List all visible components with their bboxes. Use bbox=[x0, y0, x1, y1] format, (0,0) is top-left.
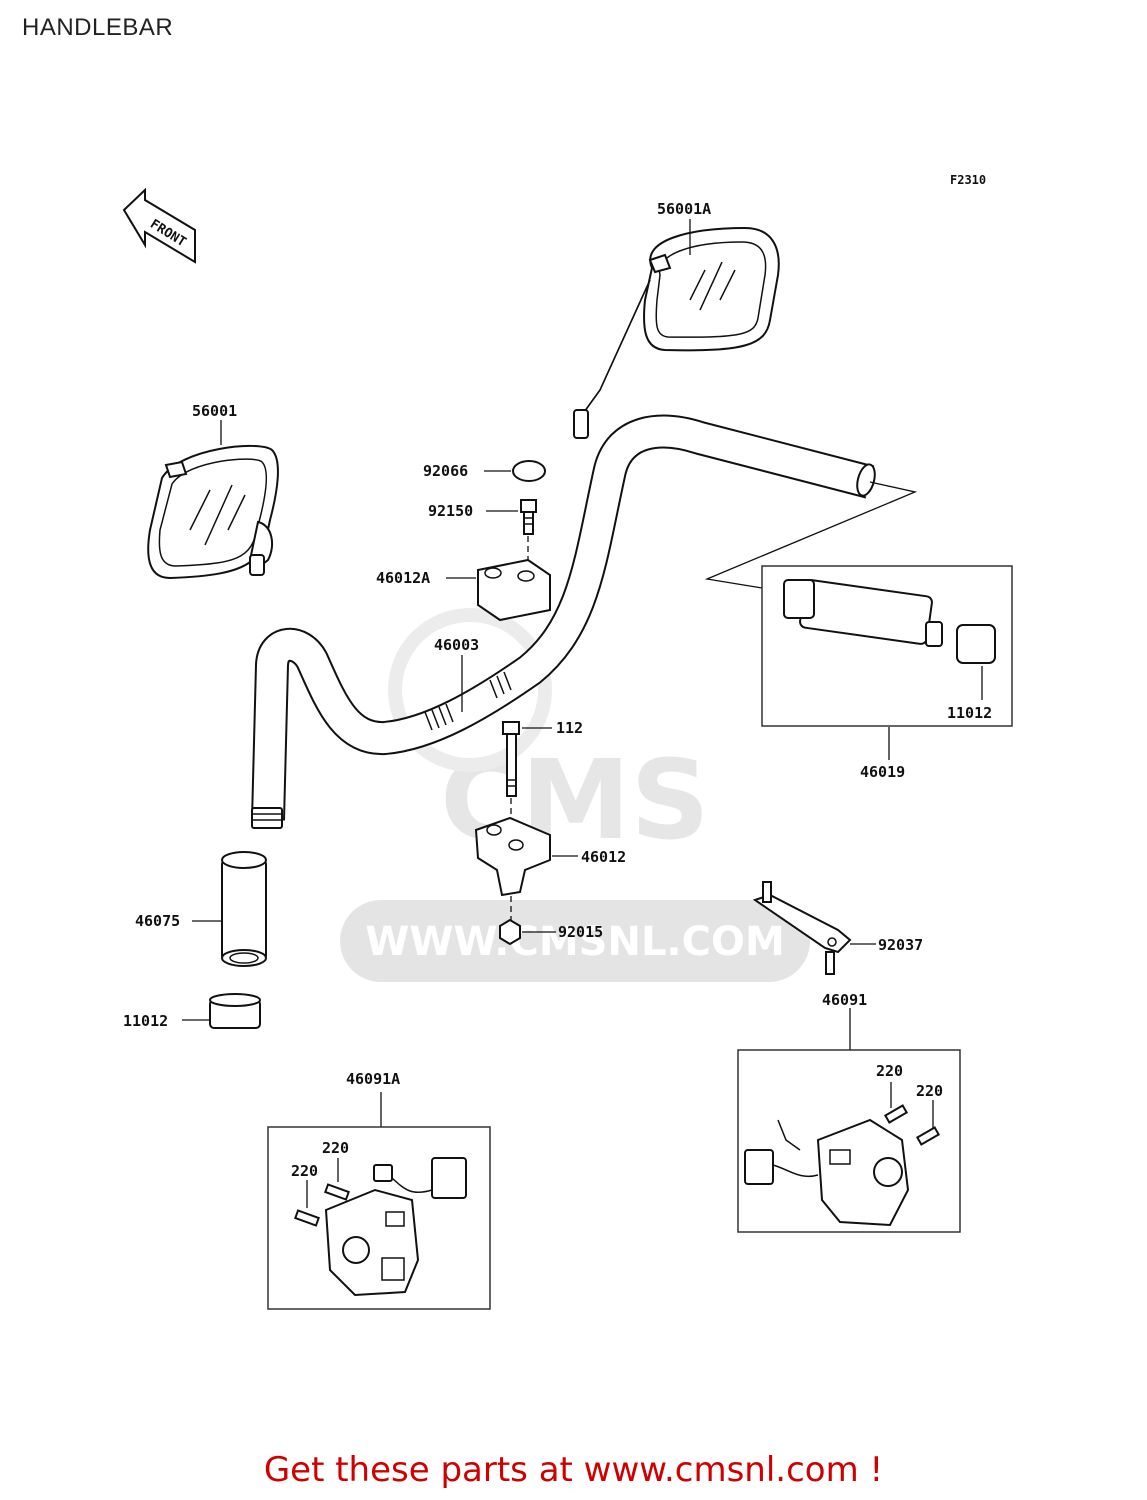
label-46012: 46012 bbox=[581, 848, 626, 866]
label-46075: 46075 bbox=[135, 912, 180, 930]
label-56001: 56001 bbox=[192, 402, 237, 420]
left-grip-46075 bbox=[221, 851, 267, 967]
nut-92015 bbox=[499, 918, 521, 946]
right-switch-box-46091 bbox=[737, 1008, 961, 1233]
watermark-url: WWW.CMSNL.COM bbox=[365, 919, 785, 965]
left-switch-box-46091A bbox=[267, 1092, 491, 1310]
label-220-left-a: 220 bbox=[322, 1139, 349, 1157]
footer-promo-text: Get these parts at www.cmsnl.com ! bbox=[263, 1450, 884, 1490]
label-220-right-a: 220 bbox=[876, 1062, 903, 1080]
label-92015: 92015 bbox=[558, 923, 603, 941]
front-direction-arrow: FRONT bbox=[122, 187, 196, 264]
bolt-92150 bbox=[520, 499, 537, 560]
bolt-112 bbox=[502, 721, 520, 820]
bracket-92037 bbox=[752, 881, 852, 975]
label-11012-left: 11012 bbox=[123, 1012, 168, 1030]
label-220-right-b: 220 bbox=[916, 1082, 943, 1100]
label-220-left-b: 220 bbox=[291, 1162, 318, 1180]
handlebar-tube bbox=[251, 414, 876, 829]
label-46012A: 46012A bbox=[376, 569, 430, 587]
label-46091: 46091 bbox=[822, 991, 867, 1009]
lower-holder-46012 bbox=[474, 816, 551, 920]
throttle-grip-box-46019 bbox=[704, 481, 1013, 727]
right-mirror bbox=[573, 226, 780, 439]
label-112: 112 bbox=[556, 719, 583, 737]
label-92066: 92066 bbox=[423, 462, 468, 480]
upper-holder-46012A bbox=[477, 558, 551, 622]
left-mirror bbox=[147, 444, 279, 580]
figure-code: F2310 bbox=[950, 173, 986, 187]
label-11012-right: 11012 bbox=[947, 704, 992, 722]
label-92150: 92150 bbox=[428, 502, 473, 520]
label-92037: 92037 bbox=[878, 936, 923, 954]
left-end-cap-11012 bbox=[209, 993, 261, 1029]
label-46091A: 46091A bbox=[346, 1070, 400, 1088]
cap-92066 bbox=[512, 460, 546, 482]
watermark-url-pill bbox=[340, 900, 810, 982]
label-46019: 46019 bbox=[860, 763, 905, 781]
label-46003: 46003 bbox=[434, 636, 479, 654]
watermark-mascot-outline bbox=[388, 608, 552, 772]
label-56001A: 56001A bbox=[657, 200, 711, 218]
page-title: HANDLEBAR bbox=[22, 14, 174, 41]
